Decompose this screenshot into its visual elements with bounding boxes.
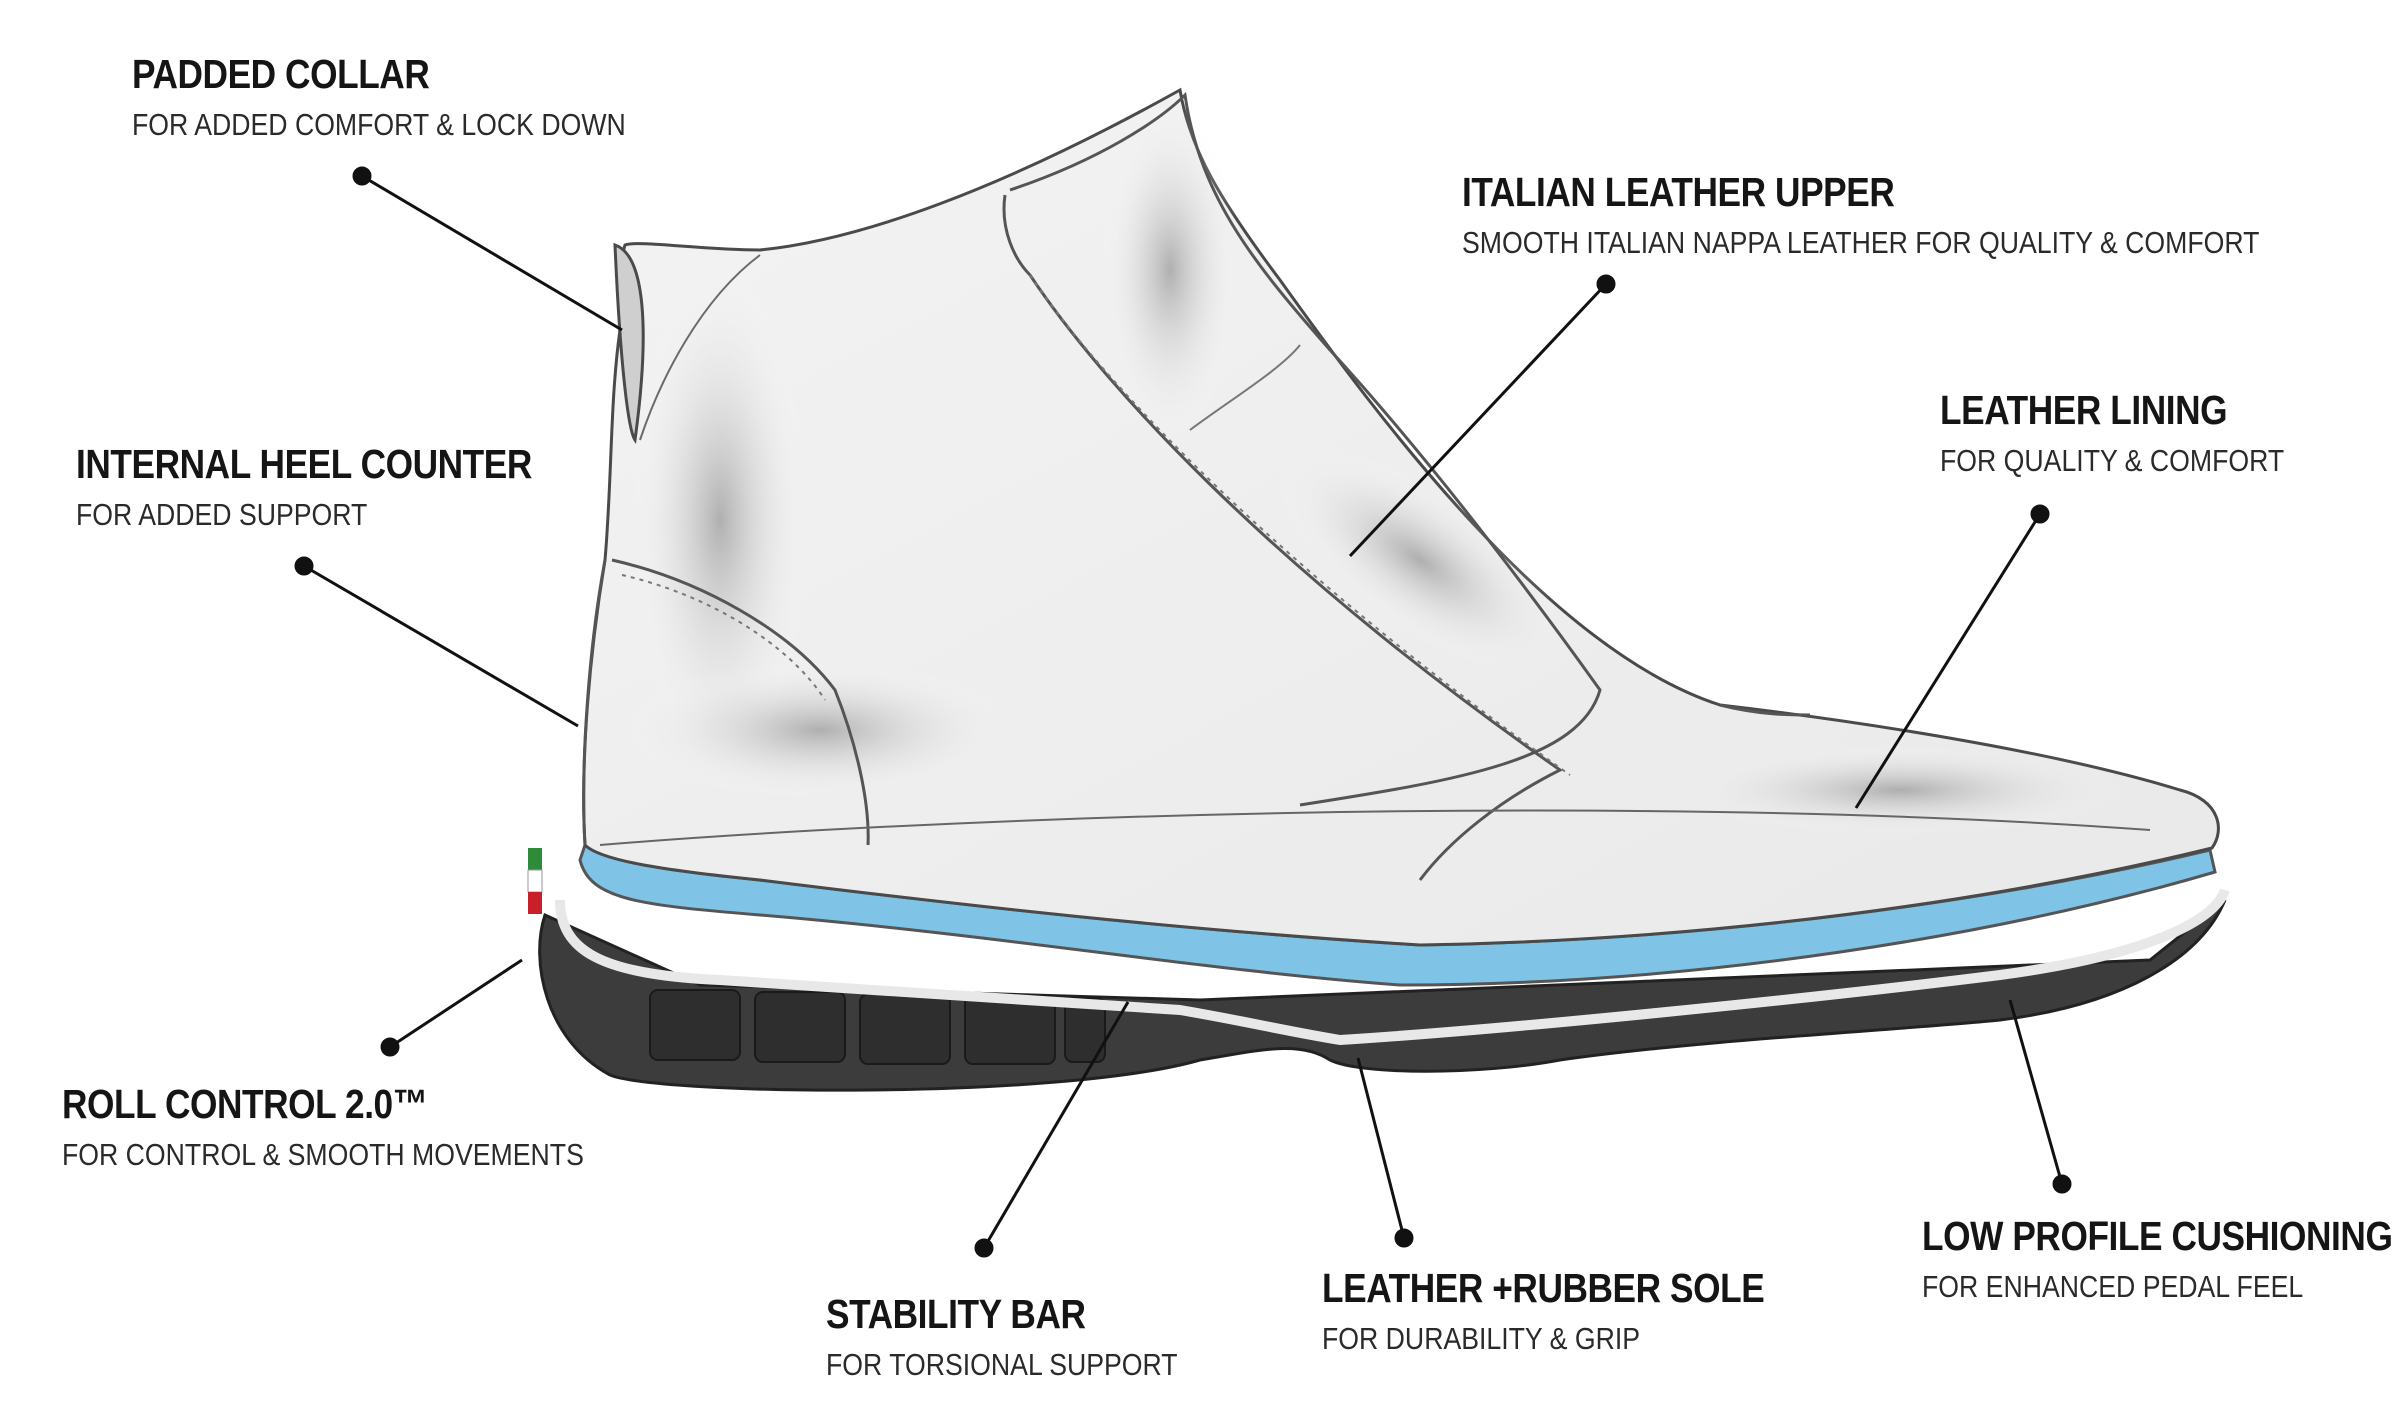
callout-padded-collar: PADDED COLLAR FOR ADDED COMFORT & LOCK D… xyxy=(132,51,706,142)
leader-upper xyxy=(1348,282,1608,558)
midsole-edge xyxy=(555,888,2230,1046)
callout-desc: FOR DURABILITY & GRIP xyxy=(1322,1321,1641,1356)
dot-padded-collar xyxy=(352,166,372,186)
callout-lining: LEATHER LINING FOR QUALITY & COMFORT xyxy=(1940,387,2340,478)
callout-upper: ITALIAN LEATHER UPPER SMOOTH ITALIAN NAP… xyxy=(1462,169,2389,260)
callout-sole: LEATHER +RUBBER SOLE FOR DURABILITY & GR… xyxy=(1322,1265,1836,1356)
padded-collar-shape xyxy=(613,242,645,445)
callout-title: INTERNAL HEEL COUNTER xyxy=(76,441,532,487)
callout-internal-heel-counter: INTERNAL HEEL COUNTER FOR ADDED SUPPORT xyxy=(76,441,606,532)
italian-flag-icon xyxy=(527,848,543,914)
tread-blocks xyxy=(649,989,1106,1065)
callout-title: LEATHER +RUBBER SOLE xyxy=(1322,1265,1765,1311)
callout-title: LEATHER LINING xyxy=(1940,387,2228,433)
dot-roll-control xyxy=(380,1037,400,1057)
dot-sole xyxy=(1394,1228,1414,1248)
callout-desc: FOR QUALITY & COMFORT xyxy=(1940,443,2285,478)
callout-title: ITALIAN LEATHER UPPER xyxy=(1462,169,1895,215)
leader-roll-control xyxy=(389,958,523,1049)
leader-lining xyxy=(1854,513,2042,809)
dot-cushioning xyxy=(2052,1174,2072,1194)
leader-heel-counter xyxy=(303,564,579,728)
dot-upper xyxy=(1596,274,1616,294)
callout-title: PADDED COLLAR xyxy=(132,51,430,97)
callout-title: ROLL CONTROL 2.0™ xyxy=(62,1081,428,1127)
leader-cushioning xyxy=(2008,999,2064,1185)
callout-title: LOW PROFILE CUSHIONING xyxy=(1922,1213,2393,1259)
callout-desc: FOR TORSIONAL SUPPORT xyxy=(826,1347,1178,1382)
callout-stability-bar: STABILITY BAR FOR TORSIONAL SUPPORT xyxy=(826,1291,1235,1382)
outsole xyxy=(538,898,2227,1092)
callout-desc: FOR ADDED COMFORT & LOCK DOWN xyxy=(132,107,626,142)
leader-sole xyxy=(1356,1057,1406,1239)
callout-desc: FOR CONTROL & SMOOTH MOVEMENTS xyxy=(62,1137,584,1172)
callout-cushioning: LOW PROFILE CUSHIONING FOR ENHANCED PEDA… xyxy=(1922,1213,2396,1304)
dot-stability-bar xyxy=(974,1238,994,1258)
callout-desc: SMOOTH ITALIAN NAPPA LEATHER FOR QUALITY… xyxy=(1462,225,2260,260)
leader-stability-bar xyxy=(982,1001,1130,1249)
dot-heel-counter xyxy=(294,556,314,576)
callout-title: STABILITY BAR xyxy=(826,1291,1086,1337)
dot-lining xyxy=(2030,504,2050,524)
leader-padded-collar xyxy=(361,174,623,332)
callout-desc: FOR ADDED SUPPORT xyxy=(76,497,368,532)
callout-roll-control: ROLL CONTROL 2.0™ FOR CONTROL & SMOOTH M… xyxy=(62,1081,669,1172)
callout-desc: FOR ENHANCED PEDAL FEEL xyxy=(1922,1269,2304,1304)
